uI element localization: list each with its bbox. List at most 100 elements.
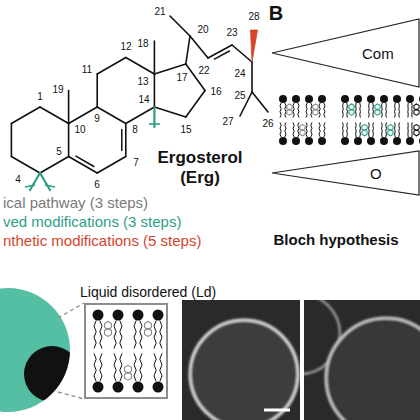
lipid-head	[279, 137, 287, 145]
lipid-tail	[311, 123, 312, 138]
lipid-tail	[319, 103, 320, 118]
bond	[11, 157, 40, 174]
wedge-label: O	[370, 165, 382, 182]
bilayer	[279, 95, 326, 145]
lipid-tail	[293, 103, 294, 118]
pathway-note: nthetic modifications (5 steps)	[3, 232, 201, 249]
bond	[97, 58, 126, 75]
bond	[126, 107, 155, 124]
sterol-ring	[349, 109, 354, 115]
lipid-head	[153, 382, 164, 393]
lipid-tail	[94, 321, 96, 349]
lipid-tail	[114, 354, 116, 382]
lipid-tail	[140, 354, 142, 382]
lipid-tail	[160, 354, 162, 382]
lipid-head	[419, 137, 420, 145]
atom-number: 10	[74, 124, 85, 136]
lipid-tail	[154, 321, 156, 349]
lipid-tail	[411, 123, 412, 138]
pathway-note: ved modifications (3 steps)	[3, 213, 181, 230]
lipid-head	[406, 95, 414, 103]
sterol-ring	[388, 130, 393, 136]
lipid-tail	[324, 103, 325, 118]
lipid-head	[305, 95, 313, 103]
atom-number: 17	[176, 72, 187, 84]
panel-letter: B	[269, 2, 283, 25]
bilayer	[93, 310, 164, 393]
lipid-tail	[293, 123, 294, 138]
sterol-ring	[362, 130, 367, 136]
lipid-tail	[140, 321, 142, 349]
modified-methyl	[30, 173, 40, 190]
lipid-head	[153, 310, 164, 321]
membrane-detail	[86, 305, 166, 397]
bond	[68, 91, 70, 124]
atom-number: 18	[137, 38, 148, 50]
bilayer	[406, 95, 420, 145]
lipid-head	[419, 95, 420, 103]
lipid-tail	[306, 123, 307, 138]
lipid-tail	[372, 103, 374, 118]
lipid-head	[305, 137, 313, 145]
atom-number: 16	[210, 86, 221, 98]
lipid-tail	[385, 103, 387, 118]
lipid-head	[133, 382, 144, 393]
bond	[190, 36, 208, 58]
wedge-shape	[272, 19, 419, 87]
lipid-head	[318, 137, 326, 145]
atom-number: 26	[262, 118, 273, 130]
wedge-shape	[272, 151, 419, 195]
lipid-tail	[160, 321, 162, 349]
bond	[232, 45, 252, 62]
lipid-tail	[306, 103, 307, 118]
cut-mark	[25, 185, 35, 187]
bond	[96, 74, 98, 107]
lipid-tail	[407, 123, 408, 138]
bond	[97, 107, 126, 124]
double-bond	[75, 156, 94, 167]
bond	[126, 58, 155, 75]
atom-number: 21	[154, 6, 165, 18]
bond	[154, 107, 185, 117]
membrane-series	[279, 95, 420, 145]
molecule-name: Ergosterol	[157, 148, 242, 168]
bond	[40, 157, 69, 174]
lipid-tail	[114, 321, 116, 349]
ordered-domain	[24, 346, 80, 402]
zoom-box: Liquid disordered (Ld)	[80, 284, 216, 399]
vesicle-image	[326, 318, 420, 420]
atom-number: 24	[234, 68, 245, 80]
bond	[170, 16, 190, 36]
box-heading: Liquid disordered (Ld)	[80, 284, 216, 300]
lipid-tail	[394, 103, 396, 118]
sterol-ring	[300, 130, 305, 136]
double-bond	[121, 129, 123, 151]
lipid-head	[279, 95, 287, 103]
lipid-head	[367, 137, 375, 145]
sterol-ring	[375, 109, 380, 115]
lipid-head	[354, 95, 362, 103]
lipid-tail	[285, 123, 286, 138]
lipid-tail	[411, 103, 412, 118]
lipid-tail	[368, 103, 370, 118]
atom-number: 1	[37, 91, 43, 103]
lipid-tail	[280, 123, 281, 138]
atom-number: 7	[133, 157, 139, 169]
lipid-tail	[134, 354, 136, 382]
lipid-tail	[355, 103, 357, 118]
lipid-head	[380, 95, 388, 103]
atom-number: 25	[234, 90, 245, 102]
double-bond	[214, 51, 230, 60]
lipid-tail	[319, 123, 320, 138]
lipid-head	[113, 382, 124, 393]
atom-number: 9	[94, 113, 100, 125]
lipid-head	[93, 310, 104, 321]
sterol-ring	[287, 109, 292, 115]
lipid-head	[113, 310, 124, 321]
wedge-outline	[270, 18, 420, 88]
atom-number: 5	[56, 146, 62, 158]
lipid-tail	[385, 123, 387, 138]
bond	[69, 107, 98, 124]
atom-number: 15	[180, 124, 191, 136]
